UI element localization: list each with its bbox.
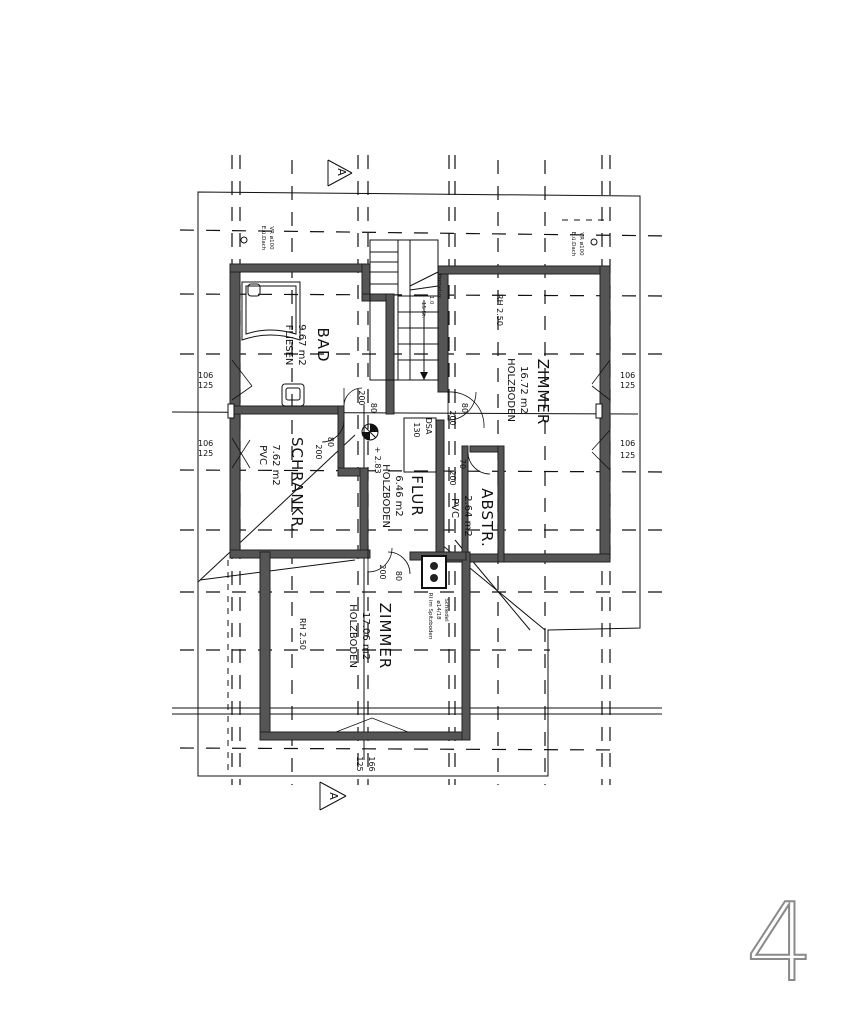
door-schrank-w: 80 bbox=[326, 437, 335, 447]
chimney-label: Schiedel bbox=[443, 598, 449, 622]
window-left-1-h: 125 bbox=[198, 381, 213, 390]
room-abstr-floor: PVC bbox=[449, 498, 460, 518]
room-abstr-area: 2.64 m2 bbox=[462, 495, 473, 537]
vent-left-label: VR ø100 bbox=[268, 226, 274, 250]
door-abstr-w: 70 bbox=[458, 459, 467, 469]
window-left-2-w: 106 bbox=[198, 439, 213, 448]
room-zimmer-top-name: ZIMMER bbox=[534, 359, 552, 425]
room-zimmer-top-rh: RH 2.50 bbox=[495, 294, 504, 326]
page-number: 4 bbox=[746, 881, 815, 1006]
vent-left-icon bbox=[240, 236, 248, 244]
room-flur: FLUR 6.46 m2 HOLZBODEN + 2.83 bbox=[373, 446, 426, 527]
door-bad-h: 200 bbox=[357, 390, 366, 405]
section-marker-top: A bbox=[327, 159, 353, 187]
window-right-1-w: 106 bbox=[620, 371, 635, 380]
section-line bbox=[171, 405, 662, 760]
room-schrank-floor: PVC bbox=[257, 445, 268, 465]
vent-right-label: VR ø100 bbox=[578, 232, 584, 256]
doors bbox=[321, 387, 491, 575]
room-zimmer-bottom-floor: HOLZBODEN bbox=[347, 604, 358, 668]
room-schrank: SCHRANKR. 7.62 m2 PVC bbox=[257, 437, 306, 533]
door-bad-w: 80 bbox=[369, 403, 378, 413]
door-flur-h: 200 bbox=[378, 564, 387, 579]
room-zimmer-top: RH 2.50 ZIMMER 16.72 m2 HOLZBODEN bbox=[495, 294, 552, 425]
walls bbox=[229, 263, 611, 741]
window-right-2-h: 125 bbox=[620, 451, 635, 460]
room-bad: BAD 9.67 m2 FLIESEN bbox=[283, 324, 332, 366]
room-abstr-name: ABSTR. bbox=[478, 488, 496, 548]
door-zimmer-h: 200 bbox=[448, 410, 457, 425]
section-marker-bottom: A bbox=[319, 781, 347, 811]
level-mark: + 2.83 bbox=[373, 446, 382, 473]
room-abstr: ABSTR. 2.64 m2 PVC bbox=[449, 488, 496, 548]
room-bad-floor: FLIESEN bbox=[283, 325, 294, 366]
stair-label-3: 15 St. bbox=[420, 302, 426, 318]
door-schrank-h: 200 bbox=[314, 444, 323, 459]
vent-right-label-2: E.ü.Dach bbox=[570, 232, 576, 257]
door-abstr-h: 200 bbox=[448, 470, 457, 485]
chimney-dim: ø14/18 bbox=[435, 600, 441, 620]
window-bottom-h: 125 bbox=[355, 756, 364, 771]
window-bottom-w: 166 bbox=[367, 756, 376, 771]
room-bad-name: BAD bbox=[314, 327, 332, 362]
vent-left-label-2: E.ü.Dach bbox=[260, 226, 266, 251]
section-marker-top-label: A bbox=[335, 168, 348, 176]
room-flur-area: 6.46 m2 bbox=[393, 475, 404, 517]
room-flur-name: FLUR bbox=[408, 475, 426, 517]
dsa-label: DSA bbox=[424, 418, 433, 435]
grid-lines bbox=[179, 155, 671, 785]
windows bbox=[227, 359, 611, 733]
room-schrank-name: SCHRANKR. bbox=[288, 437, 306, 533]
room-zimmer-top-floor: HOLZBODEN bbox=[505, 358, 516, 422]
stair-label: Homelux bbox=[436, 274, 442, 299]
staircase bbox=[369, 239, 439, 381]
door-dims: 80 200 80 200 80 200 70 200 80 200 bbox=[314, 390, 469, 581]
room-schrank-area: 7.62 m2 bbox=[270, 444, 281, 486]
chimney-note: RI im Spitzboden bbox=[427, 593, 433, 640]
window-dims: 106 125 106 125 106 125 106 125 166 125 bbox=[198, 371, 635, 772]
door-flur-w: 80 bbox=[394, 571, 403, 581]
section-marker-bottom-label: A bbox=[327, 792, 340, 800]
room-zimmer-bottom-rh: RH 2.50 bbox=[298, 618, 307, 650]
annotations: DSA 130 Schiedel ø14/18 RI im Spitzboden… bbox=[240, 226, 598, 640]
room-zimmer-bottom: RH 2.50 ZIMMER 17.06 m2 HOLZBODEN bbox=[298, 603, 394, 669]
window-right-1-h: 125 bbox=[620, 381, 635, 390]
roof-outline bbox=[197, 191, 641, 777]
stair-label-2: 1.0 bbox=[428, 296, 434, 305]
room-flur-floor: HOLZBODEN bbox=[380, 464, 391, 528]
room-zimmer-top-area: 16.72 m2 bbox=[518, 366, 529, 414]
dsa-height: 130 bbox=[412, 422, 421, 437]
window-right-2-w: 106 bbox=[620, 439, 635, 448]
room-zimmer-bottom-area: 17.06 m2 bbox=[360, 612, 371, 660]
fixtures bbox=[241, 281, 437, 473]
room-bad-area: 9.67 m2 bbox=[296, 324, 307, 366]
window-left-2-h: 125 bbox=[198, 449, 213, 458]
room-zimmer-bottom-name: ZIMMER bbox=[376, 603, 394, 669]
vent-right-icon bbox=[590, 238, 598, 246]
window-left-1-w: 106 bbox=[198, 371, 213, 380]
door-zimmer-w: 80 bbox=[460, 403, 469, 413]
